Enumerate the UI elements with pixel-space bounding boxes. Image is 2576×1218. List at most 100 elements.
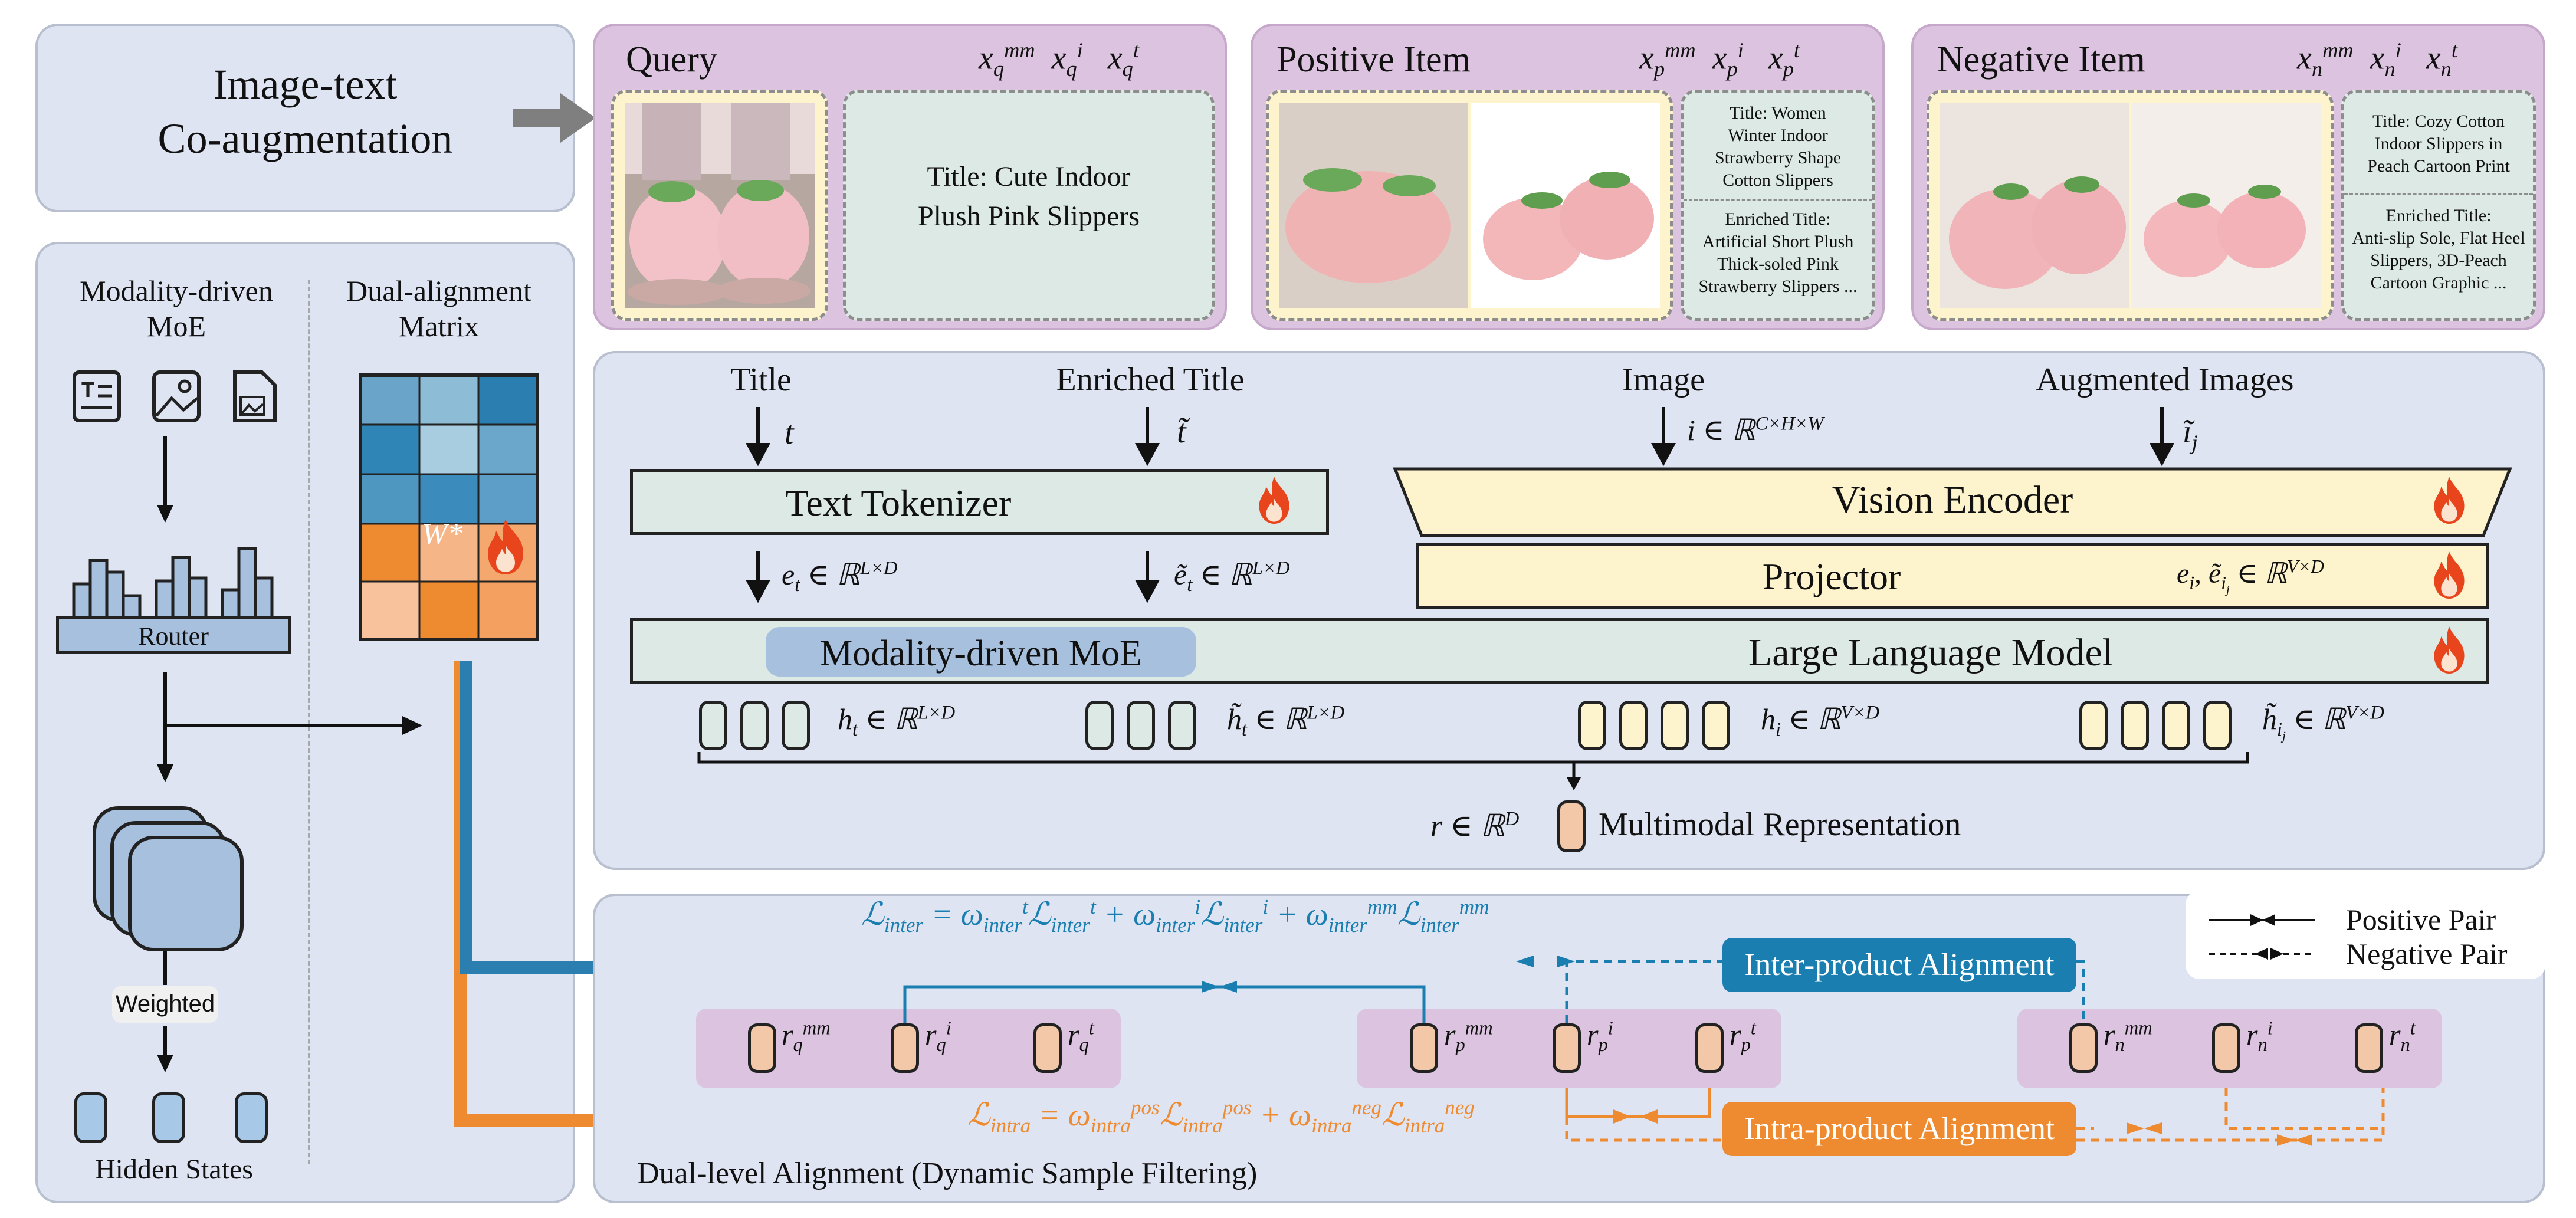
input-augmented-images-label: Augmented Images bbox=[2036, 362, 2294, 398]
legend-positive-line bbox=[2209, 914, 2315, 926]
projector-label: Projector bbox=[1762, 556, 1901, 597]
text-document-icon: T bbox=[73, 370, 121, 422]
symbol-i-in-R: i ∈ ℝC×H×W bbox=[1687, 413, 1824, 447]
query-text-box: Title: Cute Indoor Plush Pink Slippers bbox=[843, 90, 1215, 321]
symbol-r-q-t: rqt bbox=[1068, 1017, 1094, 1056]
r-q-mm-token bbox=[748, 1023, 776, 1073]
legend-negative-label: Negative Pair bbox=[2346, 937, 2508, 970]
hidden-state-2 bbox=[152, 1092, 185, 1143]
vision-encoder-label: Vision Encoder bbox=[1832, 478, 2073, 521]
query-slippers-image bbox=[625, 103, 815, 308]
router-to-matrix-arrow bbox=[165, 716, 422, 735]
positive-item-panel: Positive Item xpmm xpi xpt Title: Women … bbox=[1251, 24, 1885, 330]
text-tokenizer-fire-icon bbox=[1259, 477, 1289, 524]
legend-negative-line bbox=[2209, 948, 2315, 960]
embedding-arrows bbox=[746, 551, 1160, 603]
weighted-label: Weighted bbox=[115, 991, 215, 1017]
h-t-token bbox=[740, 701, 769, 750]
moe-title-line2: MoE bbox=[147, 310, 206, 343]
symbol-r-n-mm: rnmm bbox=[2104, 1017, 2152, 1056]
matrix-title-line2: Matrix bbox=[398, 310, 480, 343]
symbol-h-t: ht ∈ ℝL×D bbox=[838, 702, 956, 740]
positive-title-line: Title: Women bbox=[1730, 103, 1826, 123]
router-bar: Router bbox=[56, 616, 291, 654]
positive-enriched-line: Thick-soled Pink bbox=[1717, 254, 1839, 274]
r-p-t-token bbox=[1695, 1023, 1724, 1073]
input-enriched-title-label: Enriched Title bbox=[1056, 362, 1245, 398]
matrix-title-line1: Dual-alignment bbox=[346, 274, 531, 307]
negative-tags: xnmm xni xnt bbox=[2297, 38, 2457, 81]
experts-stack-icon bbox=[93, 806, 244, 951]
left-panel-divider bbox=[308, 280, 310, 1164]
positive-text-box: Title: Women Winter Indoor Strawberry Sh… bbox=[1681, 90, 1875, 321]
negative-slippers-image bbox=[1940, 103, 2321, 308]
h-t-token bbox=[782, 701, 810, 750]
moe-tag-label: Modality-driven MoE bbox=[820, 633, 1142, 674]
r-q-i-token bbox=[891, 1023, 919, 1073]
moe-tag: Modality-driven MoE bbox=[766, 627, 1196, 677]
r-q-t-token bbox=[1033, 1023, 1062, 1073]
symbol-r: r ∈ ℝD bbox=[1430, 808, 1520, 843]
co-augmentation-title-line1: Image-text bbox=[213, 61, 398, 108]
input-title-label: Title bbox=[730, 362, 792, 398]
alignment-caption: Dual-level Alignment (Dynamic Sample Fil… bbox=[637, 1157, 1258, 1190]
text-tokenizer-box: Text Tokenizer bbox=[630, 469, 1329, 535]
moe-flow-arrows bbox=[157, 436, 173, 1072]
intra-product-alignment-label: Intra-product Alignment bbox=[1744, 1111, 2055, 1146]
positive-enriched-line: Strawberry Slippers ... bbox=[1698, 277, 1858, 296]
query-text-line1: Title: Cute Indoor bbox=[927, 161, 1131, 192]
positive-tags: xpmm xpi xpt bbox=[1639, 38, 1800, 81]
legend-positive-label: Positive Pair bbox=[2346, 903, 2496, 936]
llm-label: Large Language Model bbox=[1748, 631, 2114, 674]
negative-title-line: Peach Cartoon Print bbox=[2367, 156, 2510, 176]
symbol-e-t: et ∈ ℝL×D bbox=[782, 557, 898, 596]
hidden-states-label: Hidden States bbox=[95, 1154, 253, 1185]
inter-loss-formula: ℒinter = ωintertℒintert + ωinteriℒinteri… bbox=[861, 895, 1489, 937]
symbol-t: t bbox=[785, 415, 794, 451]
negative-title-line: Title: Cozy Cotton bbox=[2372, 111, 2505, 131]
negative-enriched-text: Enriched Title: Anti-slip Sole, Flat Hee… bbox=[2344, 205, 2533, 294]
negative-title-text: Title: Cozy Cotton Indoor Slippers in Pe… bbox=[2344, 110, 2533, 178]
dual-alignment-matrix: W* bbox=[359, 373, 539, 641]
positive-title-line: Cotton Slippers bbox=[1722, 170, 1833, 190]
inter-product-alignment-tag: Inter-product Alignment bbox=[1722, 938, 2076, 992]
projector-output-symbol: ei, ẽij ∈ ℝV×D bbox=[2177, 556, 2324, 596]
h-i-token bbox=[1702, 701, 1730, 750]
h-i-tilde-token bbox=[2162, 701, 2190, 750]
positive-enriched-line: Enriched Title: bbox=[1725, 209, 1831, 229]
h-t-tilde-token bbox=[1085, 701, 1114, 750]
negative-image-box bbox=[1927, 90, 2334, 321]
svg-text:T: T bbox=[81, 377, 94, 402]
multimodal-representation-token bbox=[1557, 800, 1586, 852]
llm-box: Modality-driven MoE Large Language Model bbox=[630, 618, 2489, 684]
input-arrows bbox=[746, 407, 2174, 467]
symbol-t-tilde: t̃ bbox=[1177, 413, 1186, 450]
h-i-tilde-token bbox=[2121, 701, 2149, 750]
image-icon bbox=[152, 370, 201, 422]
legend-box: Positive Pair Negative Pair bbox=[2186, 891, 2545, 979]
positive-title-text: Title: Women Winter Indoor Strawberry Sh… bbox=[1684, 102, 1872, 192]
text-tokenizer-label: Text Tokenizer bbox=[785, 482, 1012, 524]
h-i-token bbox=[1661, 701, 1689, 750]
alignment-connectors bbox=[903, 956, 2385, 1146]
weighted-tag: Weighted bbox=[112, 986, 218, 1023]
h-i-token bbox=[1578, 701, 1606, 750]
symbol-e-t-tilde: ẽt ∈ ℝL×D bbox=[1174, 557, 1290, 596]
inter-product-alignment-label: Inter-product Alignment bbox=[1744, 947, 2055, 982]
negative-enriched-line: Slippers, 3D-Peach bbox=[2370, 251, 2507, 270]
query-panel: Query xqmm xqi xqt Title: Cute Indoor Pl… bbox=[593, 24, 1227, 330]
intra-product-alignment-tag: Intra-product Alignment bbox=[1722, 1102, 2076, 1156]
vision-encoder-box bbox=[1393, 467, 2512, 537]
positive-title: Positive Item bbox=[1276, 40, 1471, 80]
vision-encoder-fire-icon bbox=[2434, 477, 2465, 524]
w-star-label: W* bbox=[422, 517, 462, 551]
symbol-r-n-t: rnt bbox=[2389, 1017, 2416, 1056]
multimodal-representation-label: Multimodal Representation bbox=[1599, 806, 1961, 843]
symbol-r-p-t: rpt bbox=[1730, 1017, 1756, 1056]
symbol-h-i: hi ∈ ℝV×D bbox=[1761, 702, 1879, 740]
router-label: Router bbox=[138, 622, 209, 651]
llm-fire-icon bbox=[2434, 626, 2465, 674]
moe-title-line1: Modality-driven bbox=[80, 274, 273, 307]
positive-image-box bbox=[1266, 90, 1673, 321]
model-panel bbox=[593, 351, 2545, 870]
